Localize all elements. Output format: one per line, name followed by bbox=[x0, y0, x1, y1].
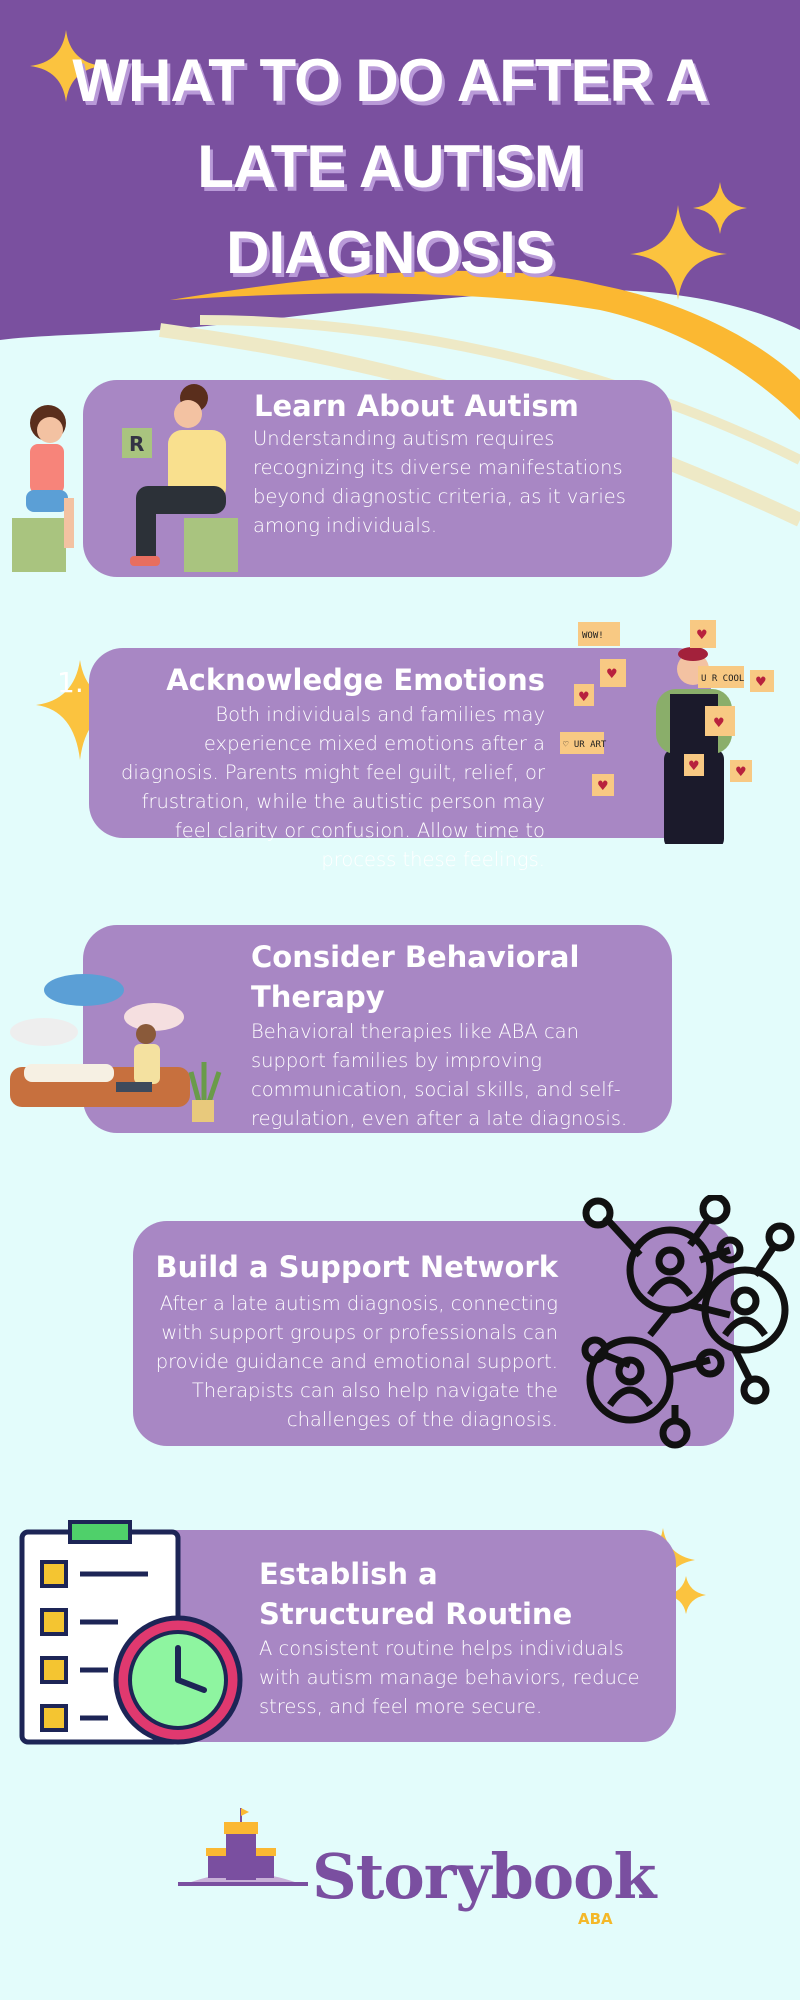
svg-text:♥: ♥ bbox=[606, 667, 618, 682]
section-heading: Establish a Structured Routine bbox=[259, 1557, 573, 1631]
header-band bbox=[0, 0, 800, 340]
title-line-3: DIAGNOSIS bbox=[226, 219, 555, 286]
storybook-castle-logo bbox=[178, 1808, 308, 1886]
section-body: A consistent routine helps individuals w… bbox=[259, 1637, 640, 1718]
section-heading: Consider Behavioral Therapy bbox=[251, 940, 580, 1014]
heart-icons: ♥ ♥ ♥ ♥ ♥ ♥ ♥ ♥ bbox=[578, 628, 767, 794]
section-heading: Acknowledge Emotions bbox=[166, 663, 545, 697]
checklist-clock-illustration bbox=[19, 1520, 243, 1745]
bubble-text: WOW! bbox=[582, 631, 604, 641]
section-body: Understanding autism requires recognizin… bbox=[253, 427, 626, 537]
svg-text:♥: ♥ bbox=[688, 759, 700, 774]
section-establish-structured-routine: Establish a Structured Routine A consist… bbox=[128, 1530, 676, 1742]
person-with-speech-bubbles-illustration: WOW! U R COOL ♡ UR ART ♥ ♥ ♥ ♥ ♥ ♥ ♥ ♥ bbox=[560, 620, 774, 844]
logo-subtitle: ABA bbox=[578, 1910, 613, 1928]
svg-text:♥: ♥ bbox=[755, 675, 767, 690]
section-heading: Build a Support Network bbox=[155, 1250, 559, 1284]
bubble-text: ♡ UR ART bbox=[563, 740, 607, 750]
speech-bubbles bbox=[560, 620, 774, 796]
title-line-2: LATE AUTISM bbox=[197, 133, 584, 200]
therapy-session-illustration bbox=[10, 974, 222, 1122]
section-number: 1. bbox=[57, 666, 84, 699]
section-heading: Learn About Autism bbox=[254, 389, 579, 423]
svg-text:♥: ♥ bbox=[713, 716, 725, 731]
page-title: WHAT TO DO AFTER A LATE AUTISM DIAGNOSIS bbox=[60, 38, 720, 296]
logo-wordmark: Storybook bbox=[312, 1840, 656, 1913]
title-line-1: WHAT TO DO AFTER A bbox=[72, 47, 708, 114]
bubble-text: U R COOL bbox=[701, 674, 744, 684]
svg-text:♥: ♥ bbox=[578, 690, 590, 705]
svg-text:♥: ♥ bbox=[597, 779, 609, 794]
orange-wave bbox=[170, 270, 800, 420]
section-body: Behavioral therapies like ABA can suppor… bbox=[251, 1020, 628, 1130]
svg-text:♥: ♥ bbox=[735, 765, 747, 780]
checkbox-icons bbox=[40, 1560, 68, 1732]
section-body: After a late autism diagnosis, connectin… bbox=[155, 1292, 558, 1431]
svg-text:♥: ♥ bbox=[696, 628, 708, 643]
network-icon bbox=[581, 1195, 795, 1449]
letter-card: R bbox=[129, 432, 144, 456]
therapist-with-child-illustration: R bbox=[12, 384, 238, 572]
cream-wave-2 bbox=[199, 315, 800, 465]
section-body: Both individuals and families may experi… bbox=[120, 703, 545, 871]
